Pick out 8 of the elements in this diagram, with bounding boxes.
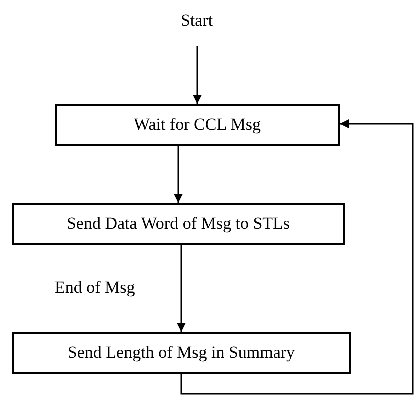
arrow [177,245,186,332]
arrow [193,46,202,104]
start-label: Start [167,8,227,34]
arrow [174,146,183,203]
arrow [180,120,414,395]
process-box: Wait for CCL Msg [55,104,340,146]
process-box: Send Length of Msg in Summary [12,332,351,374]
process-box: Send Data Word of Msg to STLs [12,203,345,245]
